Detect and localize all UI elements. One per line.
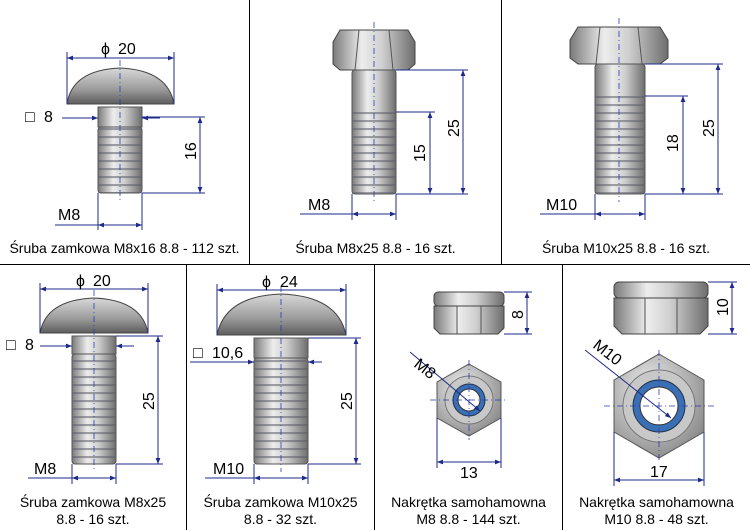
height-value: 8 bbox=[510, 310, 527, 319]
square-value: 8 bbox=[25, 337, 34, 354]
caption-line-1: Śruba zamkowa M8x25 bbox=[19, 494, 167, 510]
hex-bolt-m10x25-drawing: 25 18 M10 bbox=[540, 18, 723, 220]
carriage-bolt-m8x16-drawing: ϕ 20 □ 8 16 M8 bbox=[25, 41, 205, 230]
length-value: 25 bbox=[446, 119, 463, 137]
carriage-bolt-m8x25-drawing: ϕ 20 □ 8 25 M8 bbox=[6, 273, 163, 484]
caption: Śruba M8x25 8.8 - 16 szt. bbox=[295, 240, 456, 256]
diameter-symbol: ϕ bbox=[76, 273, 85, 290]
thread-length-value: 18 bbox=[665, 134, 682, 152]
locknut-m8-drawing: 8 M8 13 bbox=[409, 291, 532, 482]
cell-locknut-m10: Nakrętka samohamowna M10 8.8 - 48 szt. bbox=[563, 265, 750, 530]
thread-value: M8 bbox=[411, 356, 439, 383]
width-value: 13 bbox=[460, 465, 478, 482]
caption-line-2: M10 8.8 - 48 szt. bbox=[604, 511, 709, 527]
caption-line-2: M8 8.8 - 144 szt. bbox=[416, 511, 521, 527]
length-value: 25 bbox=[141, 392, 158, 410]
thread-value: M10 bbox=[213, 461, 244, 478]
square-value: 10,6 bbox=[212, 345, 243, 362]
carriage-bolt-m10x25-drawing: ϕ 24 □ 10,6 25 M10 bbox=[190, 274, 361, 484]
cell-carriage-bolt-m8x16: Śruba zamkowa M8x16 8.8 - 112 szt. bbox=[0, 0, 250, 265]
diameter-symbol: ϕ bbox=[262, 274, 271, 291]
caption: Śruba zamkowa M8x16 8.8 - 112 szt. bbox=[9, 240, 240, 256]
caption: Śruba M10x25 8.8 - 16 szt. bbox=[541, 240, 711, 256]
hex-bolt-m8x25-drawing: 25 15 M8 bbox=[300, 22, 468, 220]
locknut-m10-drawing: 10 M10 17 bbox=[584, 281, 737, 486]
diameter-value: 20 bbox=[93, 273, 111, 290]
cell-carriage-bolt-m10x25: Śruba zamkowa M10x25 8.8 - 32 szt. bbox=[187, 265, 375, 530]
length-value: 16 bbox=[183, 142, 200, 160]
diameter-value: 20 bbox=[118, 41, 136, 58]
thread-value: M8 bbox=[58, 207, 80, 224]
diameter-symbol: ϕ bbox=[101, 41, 110, 58]
square-symbol: □ bbox=[25, 109, 35, 126]
square-symbol: □ bbox=[6, 337, 16, 354]
width-value: 17 bbox=[650, 464, 668, 481]
length-value: 25 bbox=[701, 119, 718, 137]
square-value: 8 bbox=[44, 109, 53, 126]
thread-value: M8 bbox=[308, 197, 330, 214]
thread-value: M8 bbox=[34, 461, 56, 478]
caption-line-2: 8.8 - 16 szt. bbox=[56, 511, 130, 527]
height-value: 10 bbox=[715, 298, 732, 316]
caption-line-1: Nakrętka samohamowna bbox=[391, 494, 546, 510]
thread-value: M10 bbox=[590, 337, 625, 370]
square-symbol: □ bbox=[193, 345, 203, 362]
caption-line-2: 8.8 - 32 szt. bbox=[243, 511, 318, 527]
length-value: 25 bbox=[339, 392, 356, 410]
diameter-value: 24 bbox=[280, 274, 298, 291]
thread-length-value: 15 bbox=[412, 144, 429, 162]
caption-line-1: Nakrętka samohamowna bbox=[579, 494, 734, 510]
cell-carriage-bolt-m8x25: Śruba zamkowa M8x25 8.8 - 16 szt. bbox=[0, 265, 187, 530]
cell-locknut-m8: Nakrętka samohamowna M8 8.8 - 144 szt. bbox=[375, 265, 563, 530]
cell-bolt-m10x25: Śruba M10x25 8.8 - 16 szt. bbox=[502, 0, 750, 265]
thread-value: M10 bbox=[546, 197, 577, 214]
cell-bolt-m8x25: Śruba M8x25 8.8 - 16 szt. bbox=[250, 0, 502, 265]
caption-line-1: Śruba zamkowa M10x25 bbox=[203, 494, 358, 510]
